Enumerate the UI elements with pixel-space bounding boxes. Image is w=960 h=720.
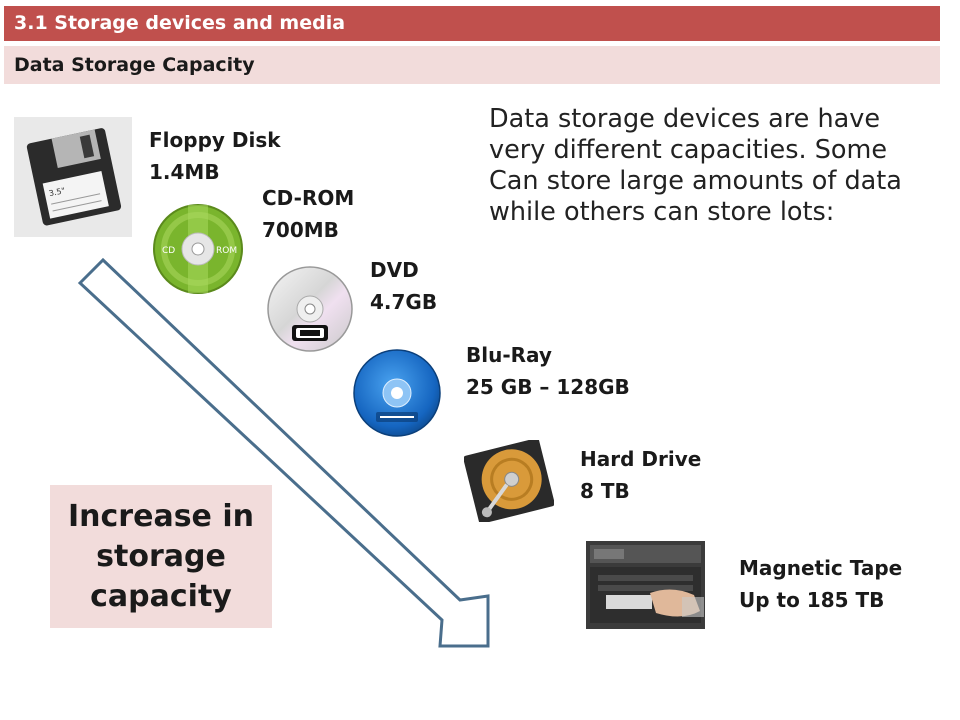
hard-drive-icon bbox=[464, 440, 554, 522]
cd-left-label: CD bbox=[162, 246, 175, 256]
dvd-icon bbox=[267, 266, 353, 352]
subtitle: Data Storage Capacity bbox=[14, 54, 255, 76]
intro-text: Data storage devices are have very diffe… bbox=[489, 104, 902, 227]
label-floppy-disk: Floppy Disk 1.4MB bbox=[149, 128, 281, 184]
section-title: 3.1 Storage devices and media bbox=[14, 12, 346, 34]
label-hard-drive: Hard Drive 8 TB bbox=[580, 447, 702, 503]
label-blu-ray: Blu-Ray 25 GB – 128GB bbox=[466, 343, 630, 399]
label-magnetic-tape: Magnetic Tape Up to 185 TB bbox=[739, 556, 903, 612]
label-cd-rom: CD-ROM 700MB bbox=[262, 186, 355, 242]
floppy-disk-icon: 3.5" bbox=[14, 117, 132, 237]
magnetic-tape-icon bbox=[586, 541, 705, 629]
blu-ray-icon bbox=[353, 349, 441, 437]
subtitle-bar: Data Storage Capacity bbox=[4, 46, 940, 84]
floppy-label: 3.5" bbox=[48, 186, 66, 198]
arrow-shape bbox=[77, 257, 490, 648]
increase-capacity-box: Increase in storage capacity bbox=[50, 485, 272, 628]
cd-right-label: ROM bbox=[216, 246, 237, 256]
label-dvd: DVD 4.7GB bbox=[370, 258, 438, 314]
section-title-bar: 3.1 Storage devices and media bbox=[4, 6, 940, 41]
cd-rom-icon: CD ROM bbox=[153, 204, 243, 294]
increase-line-1: Increase in bbox=[68, 498, 254, 534]
increase-line-2: storage bbox=[96, 538, 226, 574]
increase-line-3: capacity bbox=[90, 578, 232, 614]
